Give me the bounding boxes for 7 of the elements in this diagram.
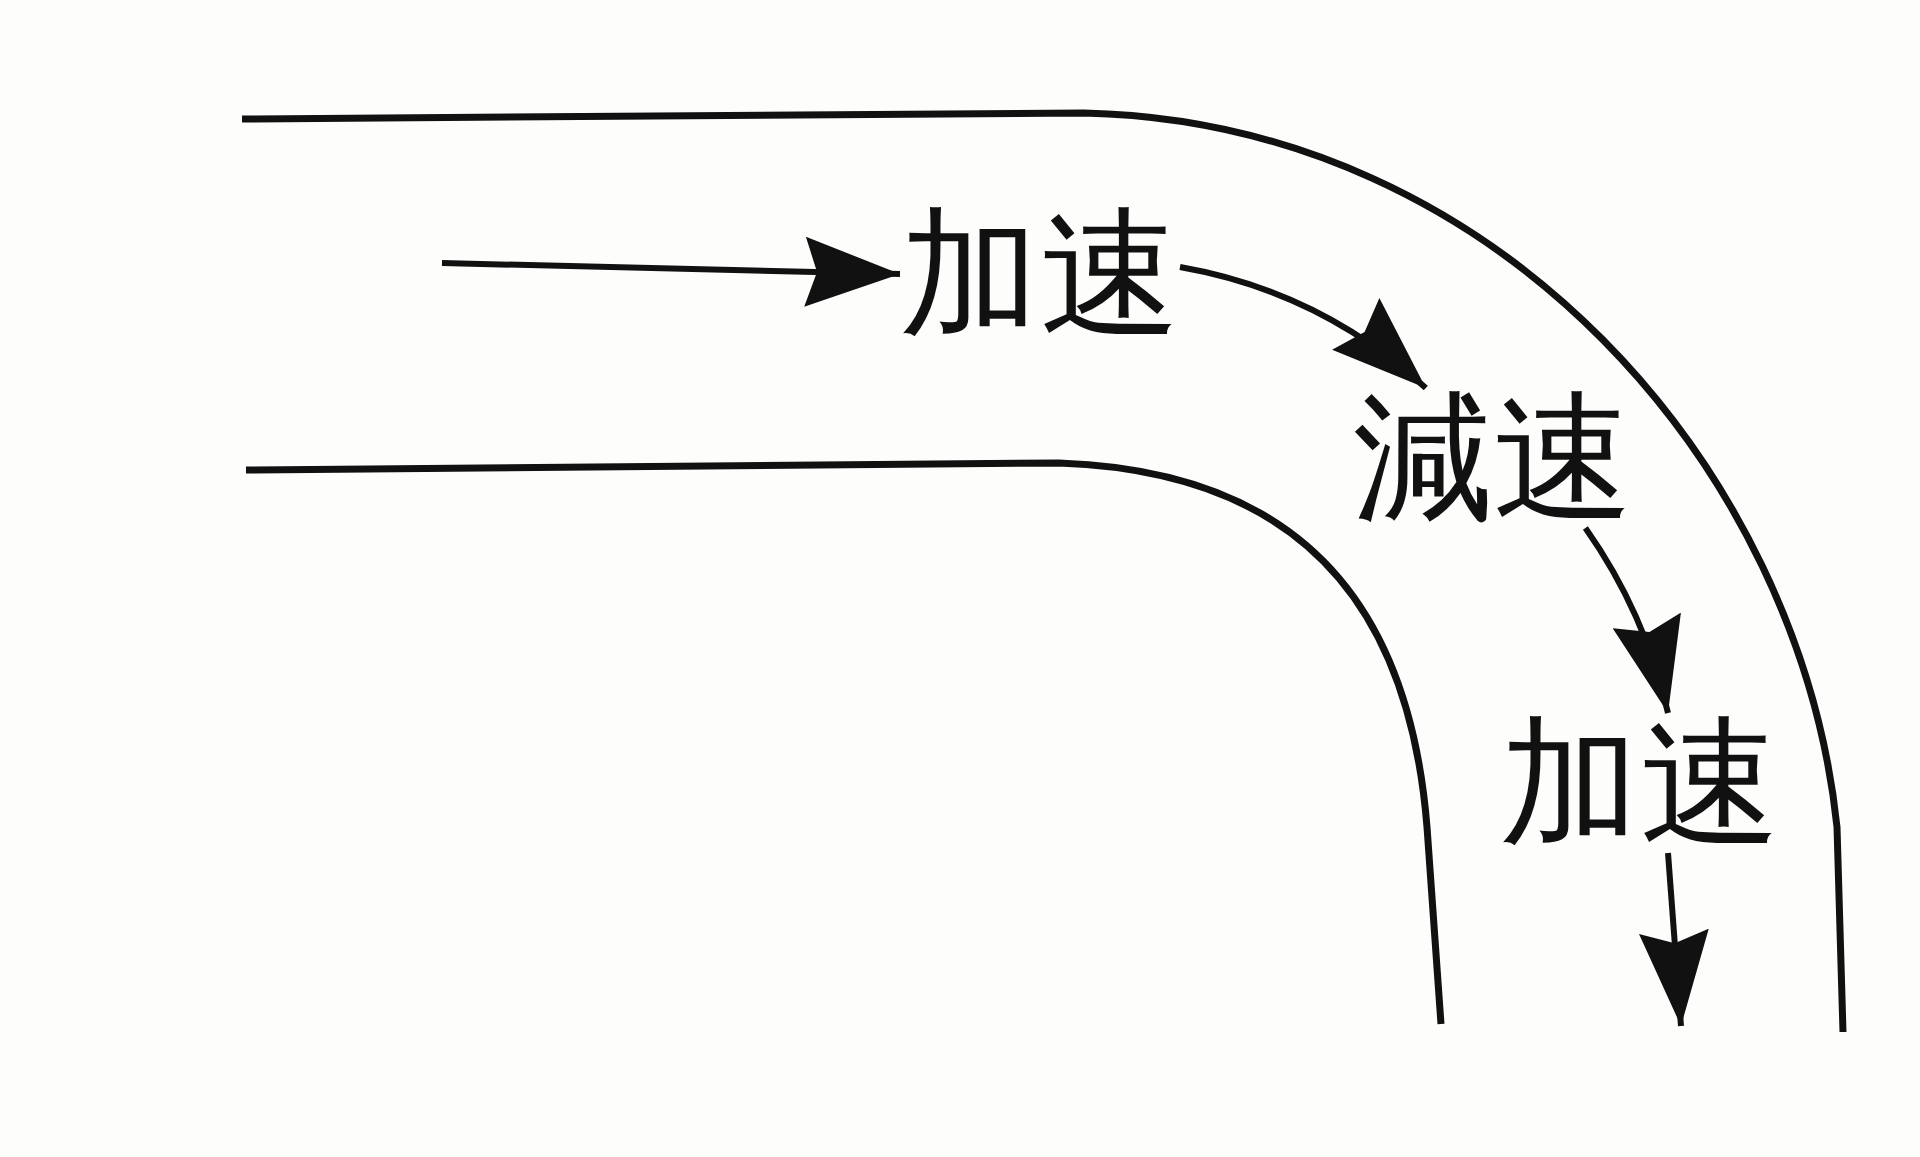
speed-label: 加速 (900, 204, 1180, 344)
speed-label: 減速 (1353, 388, 1633, 528)
arrow (1639, 852, 1709, 1027)
arrow (1582, 526, 1680, 714)
arrow (441, 236, 901, 307)
speed-label: 加速 (1500, 713, 1780, 853)
arrow (1179, 264, 1428, 391)
